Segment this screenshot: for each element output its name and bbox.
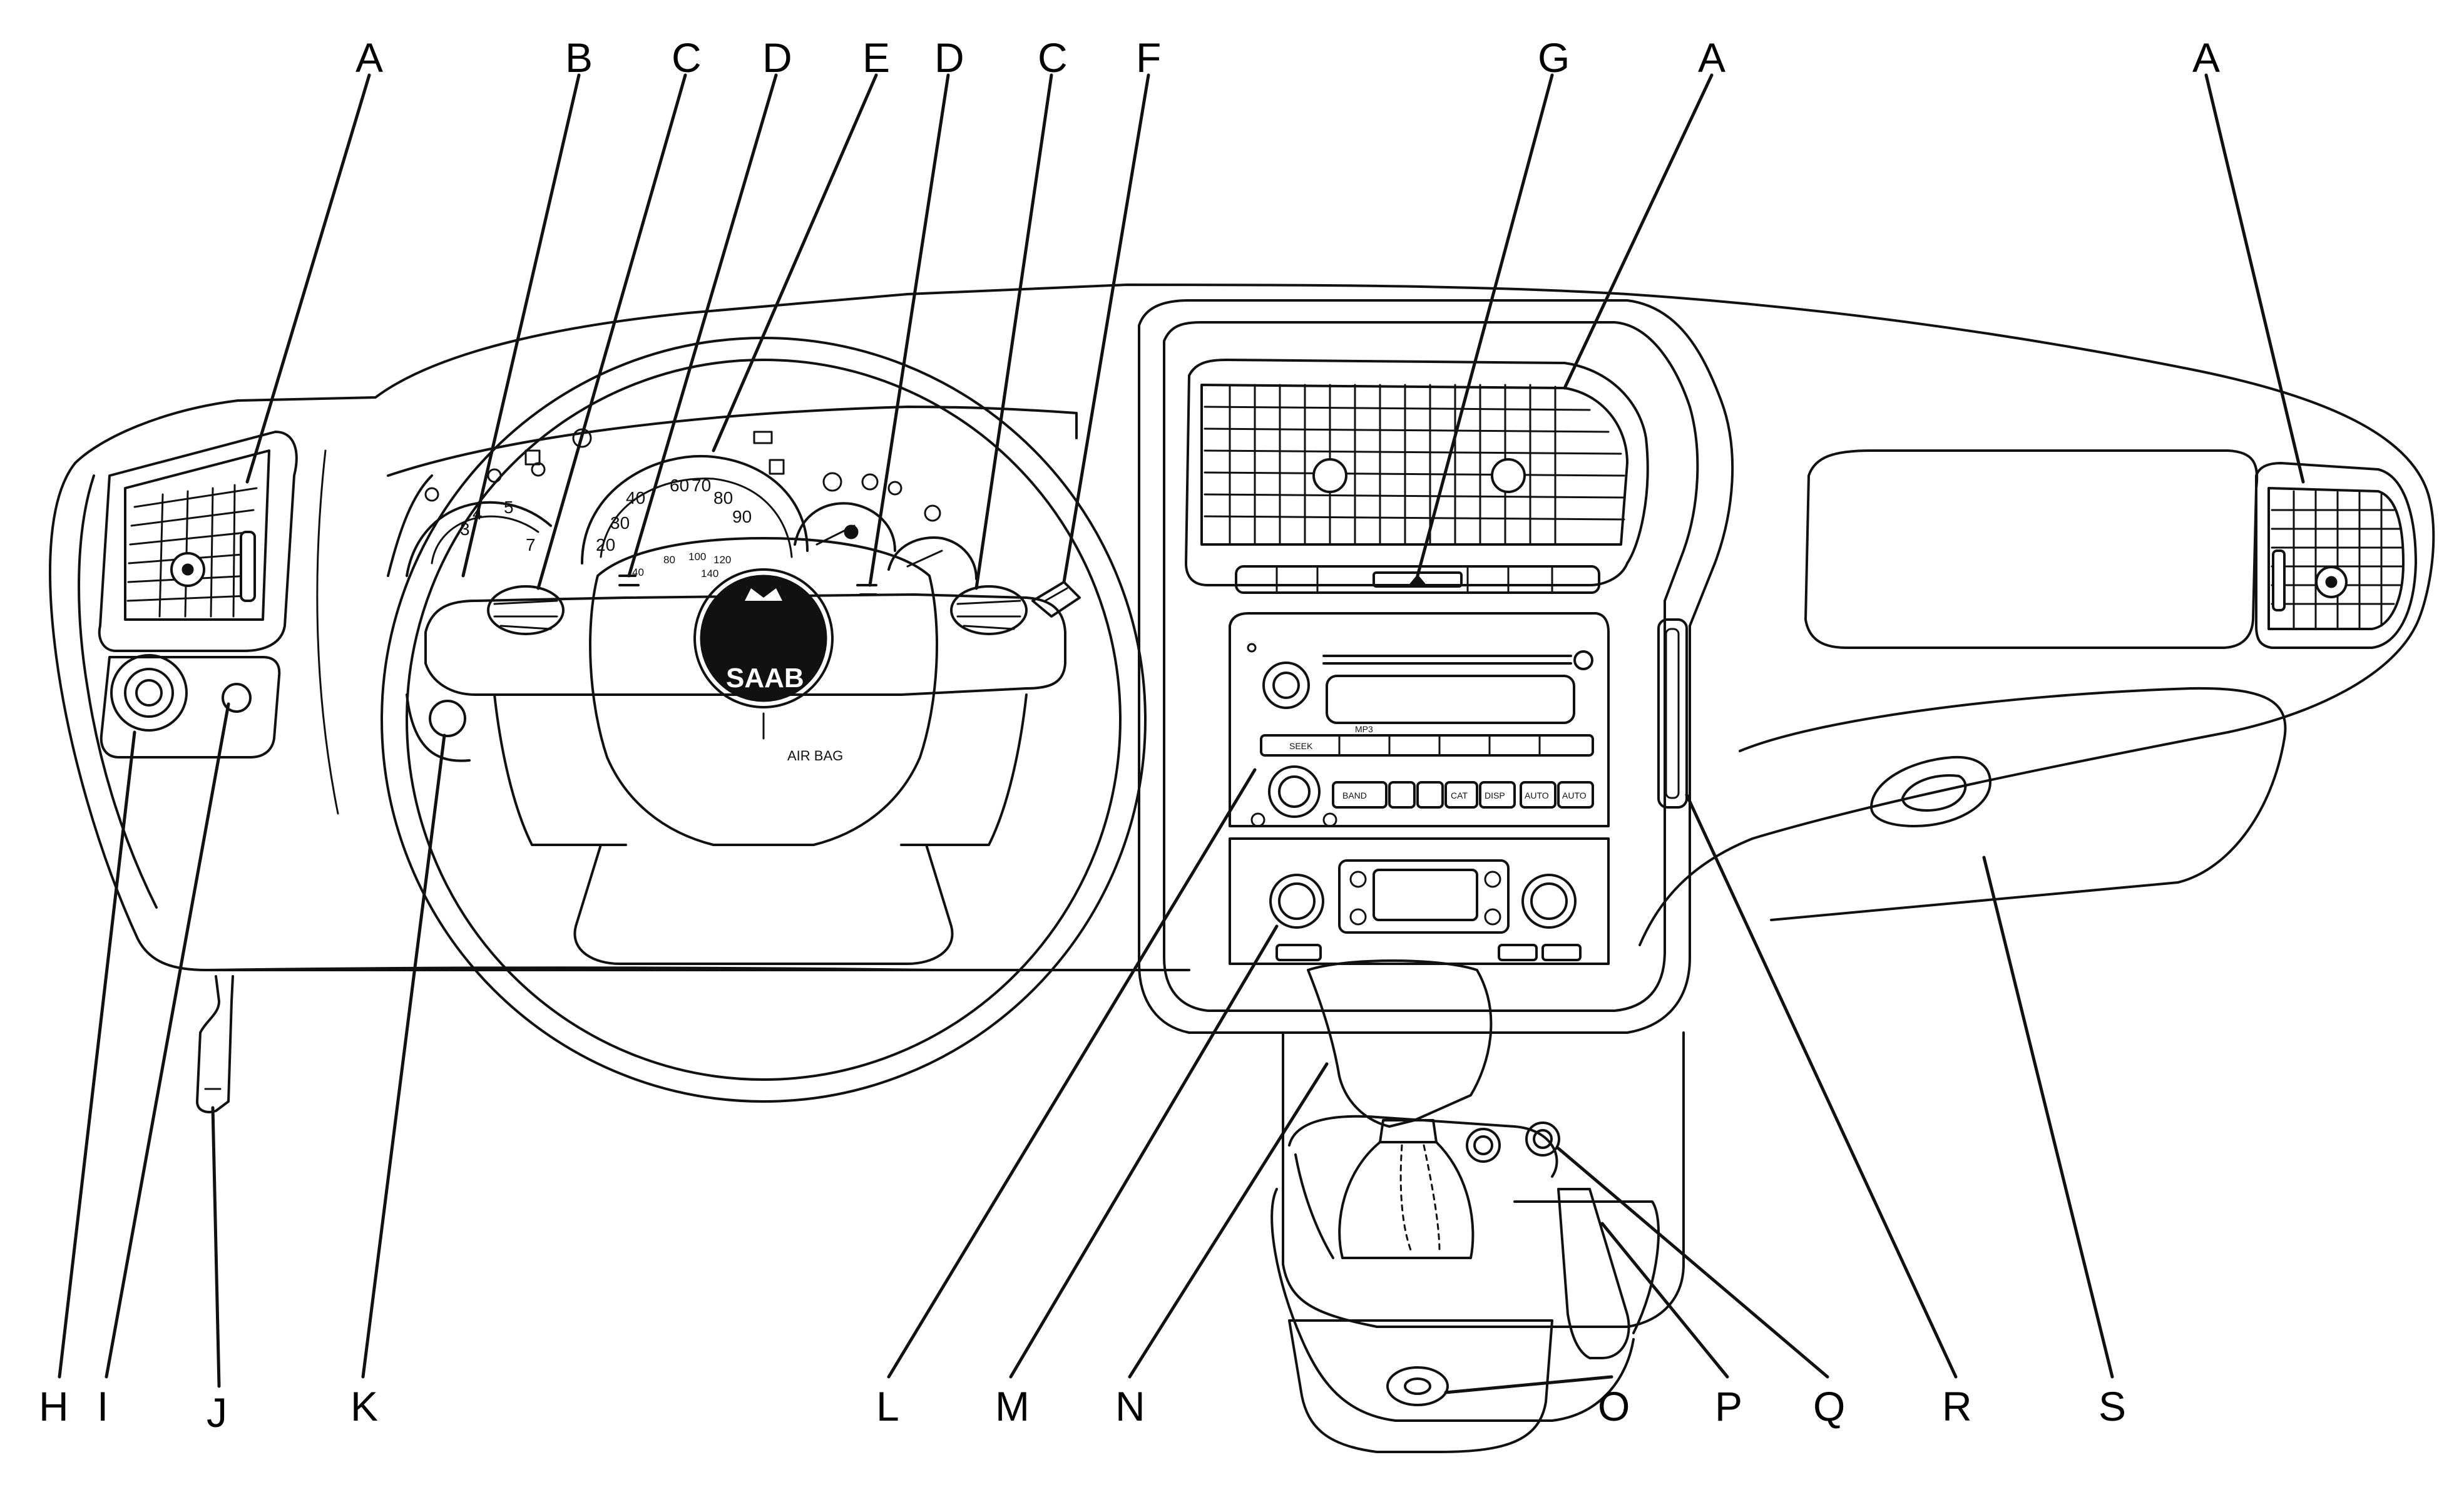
climate-control [1229, 837, 1610, 965]
speed-tick-40: 40 [626, 488, 645, 508]
speed-tick-30: 30 [610, 513, 630, 533]
leader-L [887, 768, 1257, 1379]
speed-tick-90: 90 [732, 507, 752, 526]
seek-button-label: SEEK [1289, 741, 1313, 751]
leader-O [1444, 1375, 1613, 1394]
callout-k: K [350, 1383, 378, 1429]
callout-h: H [39, 1383, 69, 1429]
headlamp-switch [100, 654, 281, 759]
callout-n: N [1115, 1383, 1145, 1429]
callout-l: L [876, 1383, 899, 1429]
leader-P [1600, 1222, 1729, 1379]
leader-M [1009, 924, 1279, 1379]
tach-tick-5: 5 [504, 498, 514, 517]
callout-b: B [565, 34, 593, 81]
leader-D2 [868, 73, 950, 587]
leader-E [712, 73, 878, 452]
speed-tick-60: 60 [670, 476, 689, 495]
callout-f: F [1136, 34, 1161, 81]
kmh-tick-140: 140 [701, 568, 718, 580]
band-button-label: BAND [1342, 790, 1367, 800]
callout-a-center: A [1698, 34, 1725, 81]
callout-g: G [1538, 34, 1570, 81]
callout-j: J [207, 1389, 227, 1436]
callout-c-right: C [1038, 34, 1068, 81]
auto-button-label-1: AUTO [1525, 790, 1549, 800]
airbag-label: AIR BAG [787, 748, 843, 764]
cat-button-label: CAT [1451, 790, 1468, 800]
leader-N [1128, 1062, 1329, 1379]
leader-K [361, 733, 446, 1379]
steering-wheel: SAAB AIR BAG [381, 337, 1147, 1103]
auto-button-label-2: AUTO [1562, 790, 1587, 800]
callout-s: S [2098, 1383, 2126, 1429]
leader-C2 [974, 73, 1053, 590]
left-air-vent [98, 431, 298, 652]
dashboard-body [49, 284, 2435, 971]
callout-e: E [862, 34, 890, 81]
leader-R [1685, 793, 1958, 1379]
leader-I [105, 702, 230, 1379]
center-air-vents [1185, 359, 1649, 594]
radio-brand-mp3: MP3 [1355, 724, 1373, 734]
leader-G [1416, 73, 1554, 578]
kmh-tick-100: 100 [688, 551, 706, 563]
audio-system: MP3 SEEK BAND CAT DISP AUTO AUTO [1229, 612, 1610, 827]
callout-q: Q [1813, 1383, 1845, 1429]
leader-A1 [245, 73, 371, 484]
right-air-vent [2255, 462, 2417, 649]
center-console [1270, 959, 1685, 1453]
cd-slot-side [1657, 618, 1688, 809]
callout-o: O [1598, 1383, 1630, 1429]
leader-J [211, 1106, 221, 1388]
saab-logo-text: SAAB [726, 663, 804, 693]
leader-S [1982, 856, 2114, 1379]
callout-a-left: A [355, 34, 383, 81]
leader-C1 [536, 73, 687, 590]
instrument-cluster: 3 4 5 7 20 30 40 60 70 80 90 40 80 100 1… [387, 406, 1078, 580]
center-stack [1138, 299, 1734, 1034]
callout-p: P [1715, 1383, 1742, 1429]
callout-c-left: C [672, 34, 702, 81]
callout-a-right: A [2192, 34, 2220, 81]
kmh-tick-80: 80 [663, 554, 675, 566]
leader-A3 [2204, 73, 2305, 484]
callout-m: M [995, 1383, 1030, 1429]
leader-F [1062, 73, 1150, 584]
callout-d-right: D [934, 34, 964, 81]
callout-r: R [1942, 1383, 1972, 1429]
callout-labels: A B C D E D C F G A A H I J K L M N O P … [39, 34, 2220, 1436]
leader-B [461, 73, 581, 578]
tach-tick-7: 7 [526, 535, 536, 554]
leader-H [58, 730, 136, 1379]
speed-tick-70: 70 [692, 476, 711, 495]
speed-tick-80: 80 [713, 488, 733, 508]
leader-D1 [627, 73, 778, 578]
disp-button-label: DISP [1485, 790, 1505, 800]
kmh-tick-120: 120 [713, 554, 731, 566]
callout-i: I [97, 1383, 108, 1429]
leader-Q [1557, 1147, 1829, 1379]
glove-box [1739, 449, 2287, 921]
leader-A2 [1563, 73, 1714, 390]
hood-release [196, 975, 234, 1113]
callout-leader-lines [58, 73, 2305, 1394]
speed-tick-20: 20 [596, 535, 615, 554]
turn-signal-stalk [1031, 581, 1081, 618]
callout-d-left: D [762, 34, 792, 81]
